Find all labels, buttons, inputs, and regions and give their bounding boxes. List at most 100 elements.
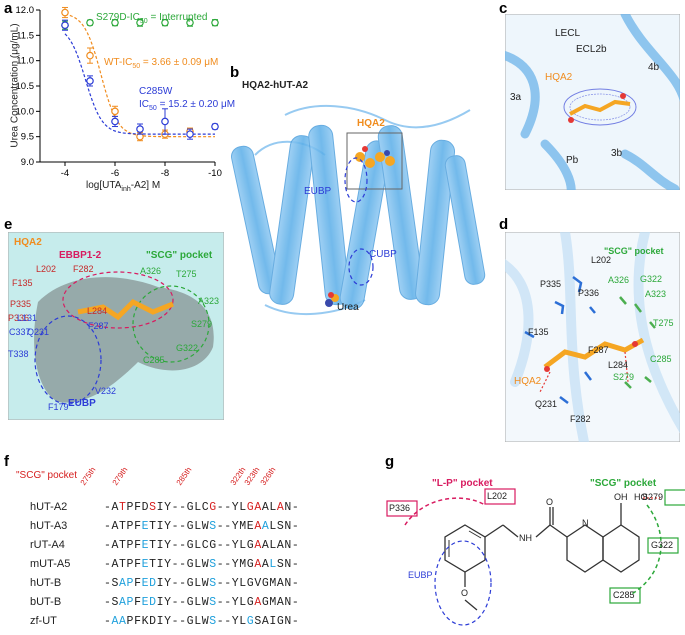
residue-label: P335 bbox=[540, 279, 562, 289]
C285W-point bbox=[61, 21, 69, 30]
residue-label: S279 bbox=[191, 319, 213, 329]
y-tick-label: 9.0 bbox=[21, 157, 34, 168]
ic50-chart: 9.09.510.010.511.011.512.0-4-6-8-10 bbox=[16, 5, 222, 179]
panel-g-ho-label: HO bbox=[634, 492, 648, 502]
panel-c-4b-label: 4b bbox=[648, 62, 660, 73]
y-tick-label: 10.0 bbox=[16, 106, 35, 117]
panel-g-oh-label: OH bbox=[614, 492, 628, 502]
residue-label: P336 bbox=[8, 313, 30, 323]
panel-g-o-label: O bbox=[546, 497, 554, 507]
residue-label: S279 bbox=[613, 372, 635, 382]
C285W-point bbox=[186, 130, 194, 138]
sequence: -ATPFDSIY--GLCG--YLGAALAN- bbox=[104, 501, 300, 514]
panel-g-l202-label: L202 bbox=[487, 491, 508, 501]
panel-e-hqa2-label: HQA2 bbox=[14, 237, 42, 248]
y-tick-label: 11.5 bbox=[16, 30, 34, 41]
residue-label: A326 bbox=[608, 275, 630, 285]
y-axis-label: Urea Concentration (μg/mL) bbox=[9, 23, 21, 148]
S279D-point bbox=[86, 18, 94, 27]
x-axis-label: log[UTAinh-A2] M bbox=[86, 180, 161, 193]
panel-label-d: d bbox=[499, 216, 509, 233]
sequence: -ATPFETIY--GLWS--YMEAALSN- bbox=[104, 520, 300, 533]
residue-label: F287 bbox=[588, 345, 609, 355]
species-name: mUT-A5 bbox=[30, 558, 71, 570]
residue-label: A323 bbox=[198, 296, 220, 306]
residue-label: F135 bbox=[528, 327, 549, 337]
panel-d-scg-label: "SCG" pocket bbox=[604, 246, 664, 256]
panel-g-n-label: N bbox=[582, 518, 589, 528]
chemical-structure-diagram bbox=[386, 488, 685, 626]
panel-label-e: e bbox=[4, 216, 13, 233]
position-label: 275th bbox=[78, 465, 98, 487]
density-map-image bbox=[505, 14, 680, 190]
panel-d-hqa2-label: HQA2 bbox=[514, 376, 542, 387]
panel-c-3a-label: 3a bbox=[510, 92, 522, 103]
x-tick-label: -8 bbox=[161, 168, 169, 179]
C285W-point bbox=[86, 77, 94, 85]
panel-g-c285-label: C285 bbox=[613, 590, 635, 600]
panel-b-hqa2-label: HQA2 bbox=[357, 118, 385, 129]
residue-label: P336 bbox=[578, 288, 600, 298]
residue-label: L284 bbox=[608, 360, 629, 370]
panel-b-eubp-label: EUBP bbox=[304, 186, 332, 197]
residue-label: C285 bbox=[650, 354, 672, 364]
panel-e-eubp-label: EUBP bbox=[68, 398, 96, 409]
panel-g-nh-label: NH bbox=[519, 533, 532, 543]
residue-label: F282 bbox=[570, 414, 591, 424]
species-name: hUT-B bbox=[30, 577, 62, 589]
panel-g-methoxy-o-label: O bbox=[461, 588, 469, 598]
panel-c-ecl2b-label: ECL2b bbox=[576, 44, 607, 55]
species-name: zf-UT bbox=[30, 615, 57, 627]
S279D-point bbox=[161, 18, 169, 27]
C285W-point bbox=[111, 117, 119, 126]
protein-structure-image bbox=[231, 105, 486, 315]
residue-label: L131 bbox=[17, 313, 38, 323]
residue-label: G322 bbox=[176, 343, 199, 353]
sequence: -ATPFETIY--GLWS--YMGAALSN- bbox=[104, 558, 300, 571]
C285W-point bbox=[136, 125, 144, 133]
position-label: 285th bbox=[174, 465, 194, 487]
binding-site-detail-image bbox=[505, 232, 680, 442]
panel-b-cubp-label: CUBP bbox=[369, 249, 397, 260]
C285W-point bbox=[161, 117, 169, 126]
residue-label: T275 bbox=[653, 318, 674, 328]
panel-g-p336-label: P336 bbox=[389, 503, 411, 513]
position-label: 279th bbox=[110, 465, 130, 487]
residue-label: C285 bbox=[143, 355, 165, 365]
species-name: hUT-A2 bbox=[30, 501, 68, 513]
residue-label: F282 bbox=[73, 264, 94, 274]
annotation-s279d: S279D-IC50 = Interrupted bbox=[96, 12, 208, 25]
WT-point bbox=[86, 51, 94, 60]
y-tick-label: 11.0 bbox=[16, 56, 34, 67]
residue-label: T275 bbox=[176, 269, 197, 279]
x-tick-label: -10 bbox=[208, 168, 222, 179]
species-name: rUT-A4 bbox=[30, 539, 65, 551]
panel-g-scg-label: "SCG" pocket bbox=[590, 478, 657, 489]
panel-label-f: f bbox=[4, 453, 9, 470]
residue-label: Q231 bbox=[27, 327, 50, 337]
sequence: -SAPFEDIY--GLWS--YLGAGMAN- bbox=[104, 596, 300, 609]
residue-label: C337 bbox=[9, 327, 31, 337]
panel-b-title: HQA2-hUT-A2 bbox=[242, 80, 309, 91]
panel-c-hqa2-label: HQA2 bbox=[545, 72, 573, 83]
S279D-point bbox=[211, 18, 219, 27]
y-tick-label: 10.5 bbox=[16, 81, 35, 92]
x-tick-label: -4 bbox=[61, 168, 69, 179]
residue-label: P335 bbox=[10, 299, 32, 309]
panel-label-c: c bbox=[499, 0, 508, 17]
panel-c-3b-label: 3b bbox=[611, 148, 623, 159]
panel-label-a: a bbox=[4, 0, 13, 17]
panel-g-lp-label: "L-P" pocket bbox=[432, 478, 493, 489]
binding-pocket-surface-image bbox=[8, 232, 224, 420]
panel-c-lecl-label: LECL bbox=[555, 28, 581, 39]
annotation-c285w-name: C285W bbox=[139, 86, 173, 97]
panel-c-pb-label: Pb bbox=[566, 155, 579, 166]
S279D-point bbox=[136, 18, 144, 27]
sequence: -AAPFKDIY--GLWS--YLGSAIGN- bbox=[104, 615, 300, 628]
annotation-c285w: IC50 = 15.2 ± 0.20 μM bbox=[139, 99, 236, 112]
x-tick-label: -6 bbox=[111, 168, 119, 179]
C285W-fit-line bbox=[64, 33, 215, 135]
panel-g-g322-label: G322 bbox=[651, 540, 674, 550]
panel-f-pocket-label: "SCG" pocket bbox=[16, 470, 78, 481]
